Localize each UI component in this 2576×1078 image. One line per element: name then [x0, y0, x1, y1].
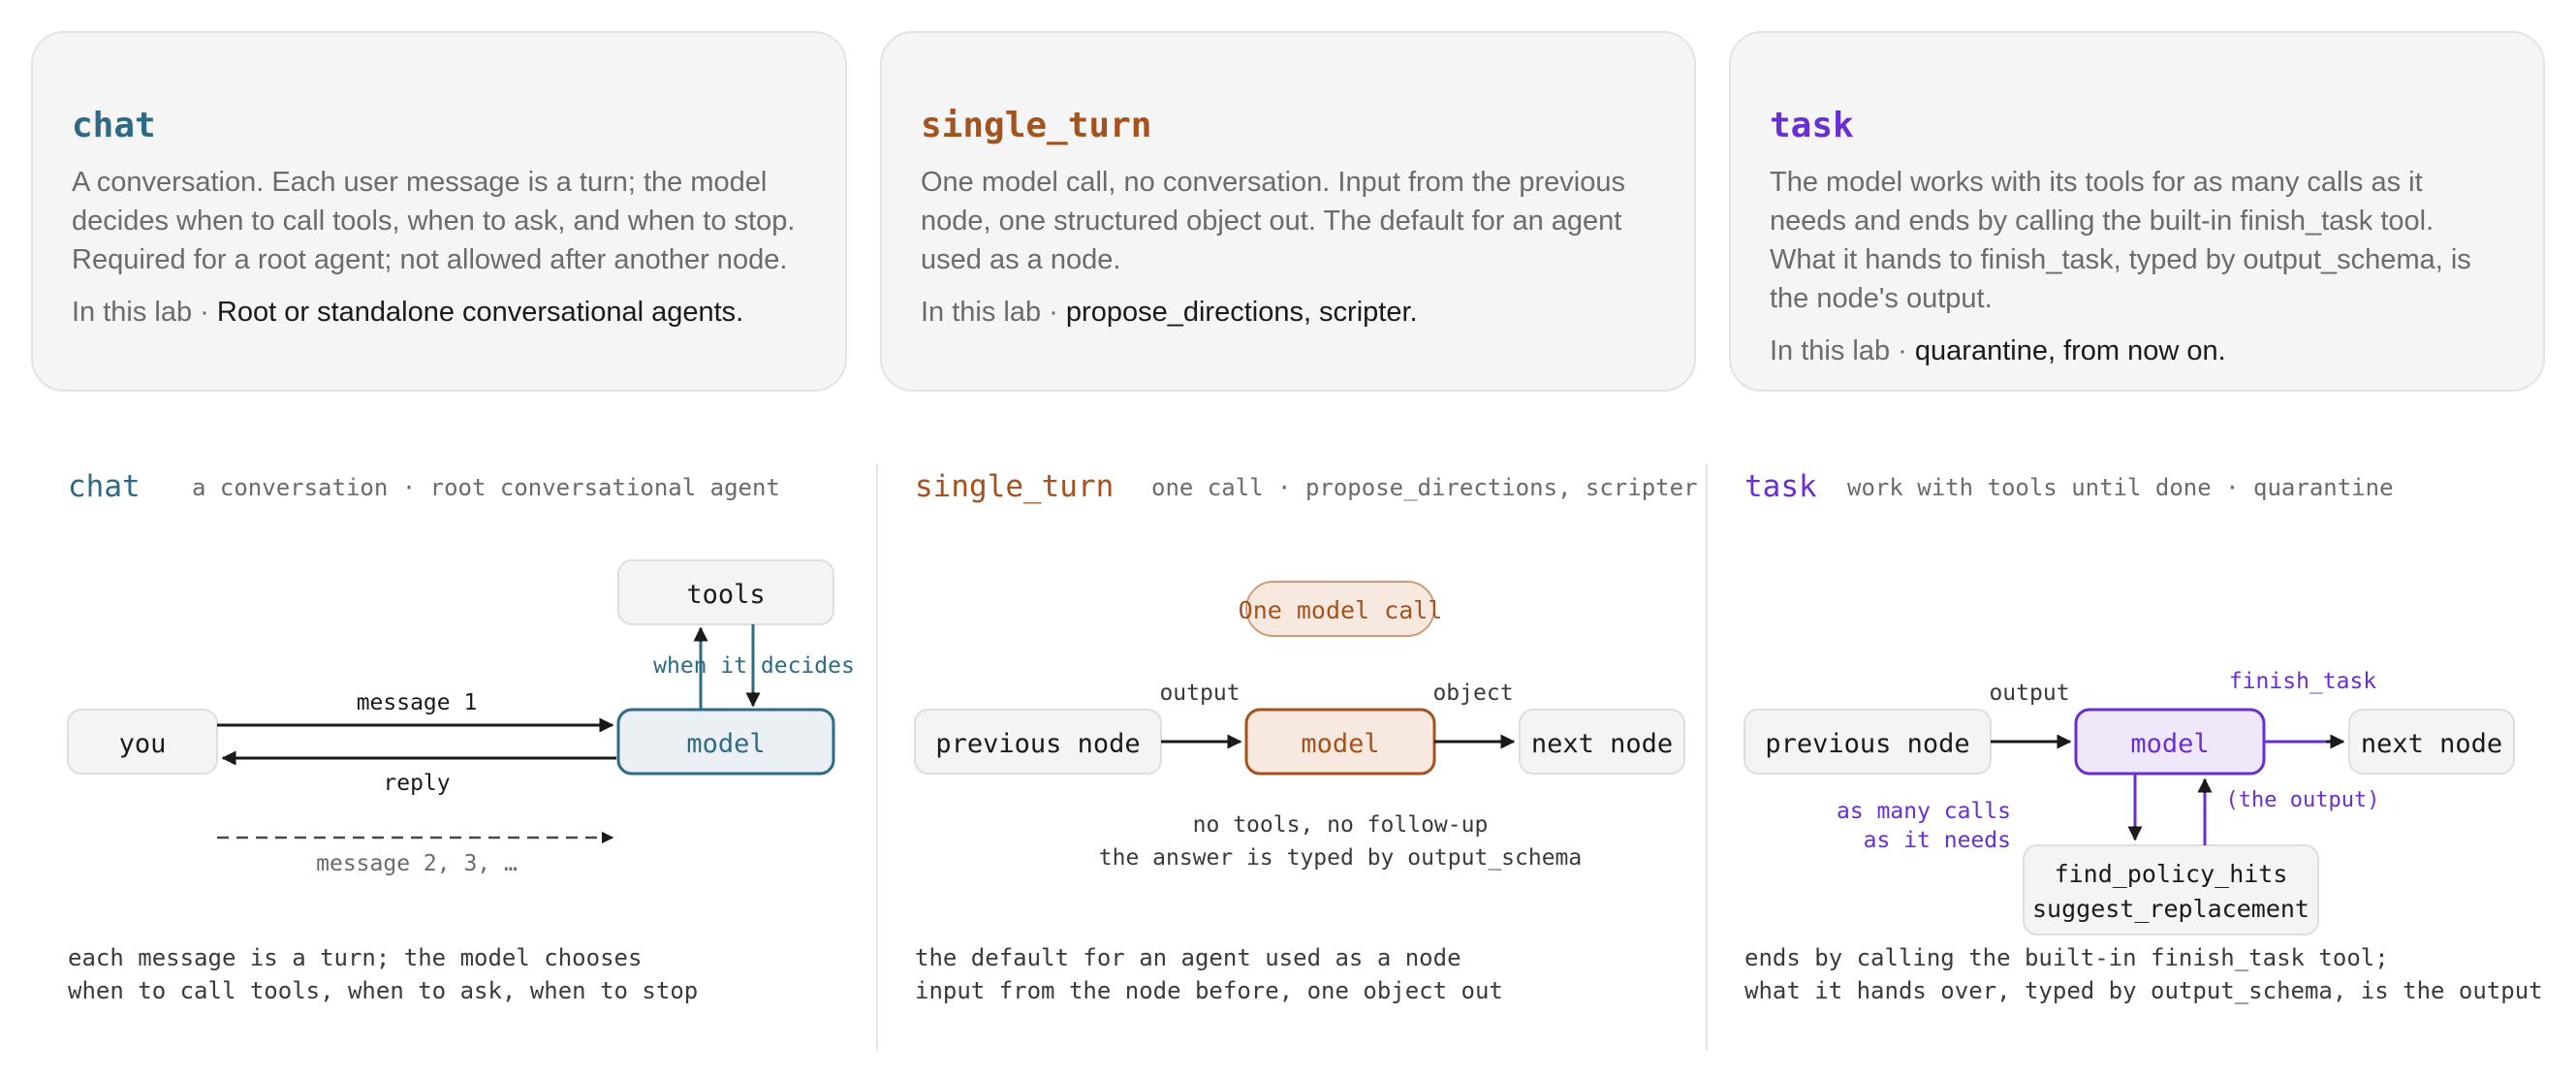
diagram-title: task: [1744, 469, 1817, 504]
tools-box: [2023, 844, 2319, 935]
lab-label: In this lab ·: [1770, 335, 1907, 366]
model-label: model: [2130, 729, 2209, 759]
card-lab-usage: In this lab · Root or standalone convers…: [72, 293, 808, 332]
next-node-box: [1519, 709, 1685, 775]
model-label: model: [1301, 729, 1379, 759]
card-description: One model call, no conversation. Input f…: [921, 167, 1625, 275]
reply-label: reply: [383, 771, 450, 796]
card-title: single_turn: [921, 106, 1152, 145]
next-node-label: next node: [1531, 729, 1673, 759]
when-it-decides-label: when it decides: [653, 653, 855, 679]
footer-line: what it hands over, typed by output_sche…: [1744, 977, 2543, 1004]
tool-name: suggest_replacement: [2032, 895, 2309, 923]
footer-line: the default for an agent used as a node: [915, 944, 1461, 971]
task-diagram: task work with tools until done · quaran…: [1744, 469, 2543, 1004]
tool-name: find_policy_hits: [2055, 860, 2288, 888]
you-label: you: [119, 729, 167, 759]
column-divider: [1706, 463, 1708, 1051]
card-lab-usage: In this lab · quarantine, from now on.: [1770, 332, 2506, 370]
card-title: task: [1770, 106, 1854, 145]
lab-label: In this lab ·: [72, 297, 209, 328]
previous-node-label: previous node: [1765, 729, 1969, 759]
diagram-subtitle: a conversation · root conversational age…: [192, 474, 780, 501]
diagram-title: single_turn: [915, 469, 1114, 504]
lab-label: In this lab ·: [921, 297, 1058, 328]
tools-label: tools: [686, 580, 765, 610]
lab-value: propose_directions, scripter.: [1065, 297, 1418, 328]
model-box: [616, 708, 835, 776]
footer-line: ends by calling the built-in finish_task…: [1744, 944, 2389, 971]
lab-value: quarantine, from now on.: [1914, 335, 2226, 366]
more-messages-label: message 2, 3, …: [316, 851, 518, 876]
chat-diagram: chat a conversation · root conversationa…: [67, 469, 855, 1004]
footer-line: each message is a turn; the model choose…: [68, 944, 642, 971]
card-task: task The model works with its tools for …: [1729, 31, 2545, 392]
the-output-label: (the output): [2226, 788, 2380, 812]
card-description: The model works with its tools for as ma…: [1770, 167, 2471, 314]
note-line: no tools, no follow-up: [1193, 812, 1489, 838]
message-1-label: message 1: [357, 690, 478, 715]
next-node-label: next node: [2361, 729, 2502, 759]
finish-task-label: finish_task: [2229, 669, 2376, 694]
footer-line: when to call tools, when to ask, when to…: [68, 977, 698, 1004]
diagram-subtitle: one call · propose_directions, scripter: [1151, 474, 1698, 501]
column-divider: [876, 463, 878, 1051]
card-chat: chat A conversation. Each user message i…: [31, 31, 847, 392]
many-calls-line: as it needs: [1864, 828, 2011, 853]
diagram-subtitle: work with tools until done · quarantine: [1847, 474, 2394, 501]
you-box: [67, 709, 218, 775]
previous-node-label: previous node: [935, 729, 1140, 759]
card-lab-usage: In this lab · propose_directions, script…: [921, 293, 1657, 332]
output-label: output: [1159, 681, 1240, 706]
one-call-badge: [1245, 581, 1435, 637]
card-single-turn: single_turn One model call, no conversat…: [880, 31, 1696, 392]
card-title: chat: [72, 106, 156, 145]
model-label: model: [686, 729, 765, 759]
tools-box: [617, 559, 834, 625]
one-call-label: One model call: [1239, 596, 1443, 624]
object-label: object: [1432, 681, 1513, 706]
card-description: A conversation. Each user message is a t…: [72, 167, 796, 275]
single-turn-diagram: single_turn one call · propose_direction…: [914, 469, 1698, 1004]
footer-line: input from the node before, one object o…: [915, 977, 1503, 1004]
many-calls-line: as many calls: [1837, 799, 2011, 824]
lab-value: Root or standalone conversational agents…: [216, 297, 744, 328]
next-node-box: [2348, 709, 2515, 775]
output-label: output: [1989, 681, 2069, 706]
diagram-title: chat: [68, 469, 141, 504]
note-line: the answer is typed by output_schema: [1099, 845, 1583, 871]
